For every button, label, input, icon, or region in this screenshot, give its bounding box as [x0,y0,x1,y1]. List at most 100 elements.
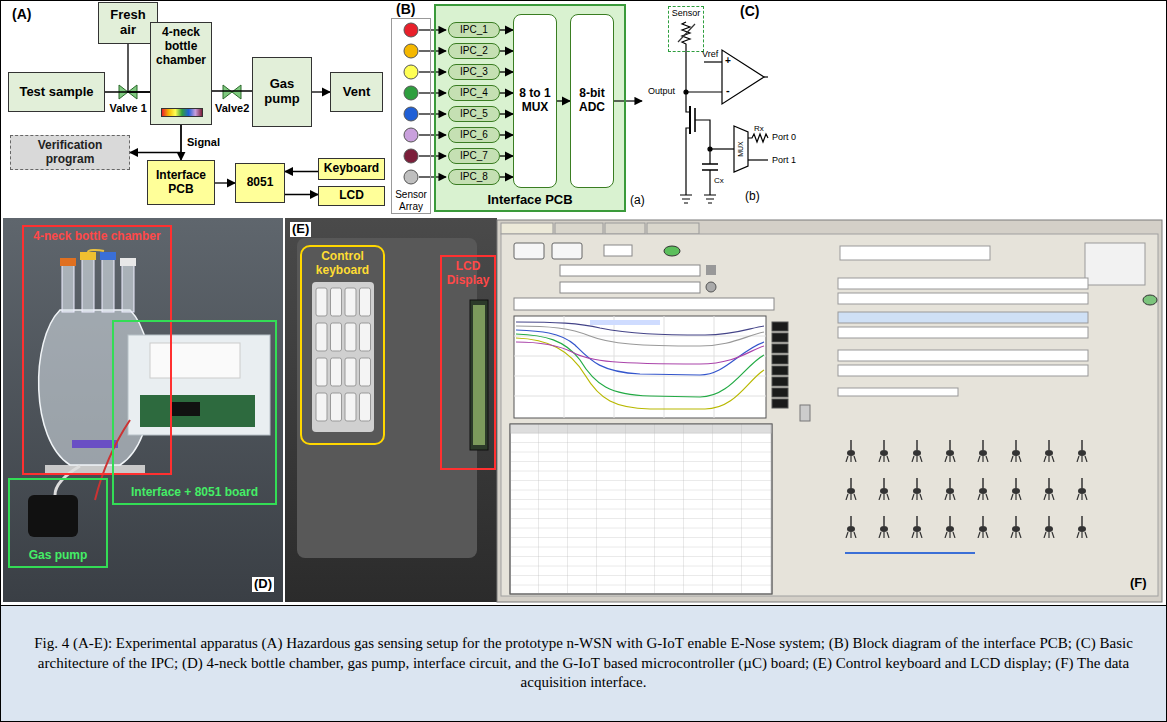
ipc-circuit [680,195,692,203]
daq-screenshot [772,388,788,397]
keyboard-photo [470,300,488,450]
daq-screenshot [838,278,1088,289]
node-text: 8-bit ADC [573,87,611,115]
apparatus-photo [102,256,114,312]
daq-screenshot [838,327,1088,338]
node-text: IPC_4 [449,87,499,99]
signal-arrow [419,92,446,93]
keyboard-photo [345,358,356,386]
daq-screenshot [497,220,1162,602]
ipc-circuit [704,61,722,62]
ipc-block: IPC_7 [448,148,500,164]
component-name: Rx [754,124,764,133]
apparatus-photo [170,402,200,416]
pin-sign: + [725,55,731,67]
caption-box: Fig. 4 (A-E): Experimental apparatus (A)… [1,606,1166,721]
daq-screenshot [772,344,788,353]
node-text: 8051 [238,176,282,190]
daq-screenshot [501,223,553,234]
daq-screenshot [772,333,788,342]
connector [500,113,513,114]
daq-screenshot [838,350,1088,361]
panel-letter: (B) [396,1,415,17]
ipc-circuit [708,147,712,151]
daq-screenshot [838,365,1088,376]
node-text: Gas pump [256,77,308,107]
connector [500,134,513,135]
keyboard-photo [285,218,497,602]
daq-screenshot [1077,440,1087,462]
apparatus-photo [120,258,136,266]
keyboard-photo [312,282,374,432]
daq-screenshot [846,478,856,500]
chamber-box: 4-neck bottle chamber [150,22,212,125]
ipc-circuit [709,170,710,195]
node-text: 8 to 1 MUX [516,87,554,115]
daq-screenshot [846,516,856,538]
photo-callout-box: Interface + 8051 board [112,320,277,505]
connector [500,155,513,156]
daq-screenshot [1077,516,1087,538]
daq-screenshot [800,405,810,421]
panel-letter: (E) [290,222,311,237]
daq-screenshot [1044,516,1054,538]
node-text: IPC_2 [449,45,499,57]
photo-callout-box: Control keyboard [300,245,385,445]
daq-screenshot [664,246,680,256]
daq-screenshot [772,355,788,364]
daq-screenshot [945,440,955,462]
component-name: Cx [714,176,724,185]
connector [105,91,150,92]
daq-screenshot [945,478,955,500]
daq-screenshot [510,424,772,594]
ipc-block: IPC_8 [448,169,500,185]
process-box: Fresh air [98,2,158,44]
daq-screenshot [514,316,766,418]
daq-screenshot [590,320,660,325]
hardware-box: LCD [318,186,385,206]
daq-screenshot [516,338,764,409]
sensor-circle [404,65,418,79]
sensor-circle [434,4,626,212]
daq-screenshot [501,234,1158,596]
connector [128,44,150,92]
apparatus-photo [80,252,96,260]
daq-screenshot [516,322,764,335]
ipc-circuit [689,106,691,134]
ipc-circuit [684,90,688,94]
hardware-box: Interface PCB [147,160,215,205]
keyboard-photo [316,323,327,351]
daq-screenshot [879,478,889,500]
process-box: Vent [330,72,383,112]
apparatus-photo [140,395,255,427]
node-text: Interface PCB [438,193,622,208]
node-text: IPC_8 [449,171,499,183]
signal-arrow [419,134,446,135]
apparatus-photo [55,466,80,495]
daq-screenshot [838,293,1088,304]
daq-screenshot [846,440,856,462]
daq-screenshot [838,388,958,396]
node-text: IPC_6 [449,129,499,141]
keyboard-photo [360,288,371,316]
keyboard-photo [345,323,356,351]
node-text: Sensor Array [393,189,429,212]
signal-arrow [419,155,446,156]
ipc-block: IPC_1 [448,22,500,38]
sensor-circle [404,170,418,184]
daq-screenshot [1085,243,1145,285]
keyboard-photo [331,288,342,316]
daq-screenshot [840,246,990,260]
keyboard-photo [316,393,327,421]
apparatus-photo [150,343,240,378]
daq-screenshot [516,326,764,346]
daq-screenshot [1044,440,1054,462]
daq-screenshot [1044,478,1054,500]
adc-block: 8-bit ADC [570,14,614,188]
node-text: Fresh air [102,8,154,38]
connector [285,171,318,172]
daq-screenshot [772,366,788,375]
sensor-circle [404,4,626,212]
